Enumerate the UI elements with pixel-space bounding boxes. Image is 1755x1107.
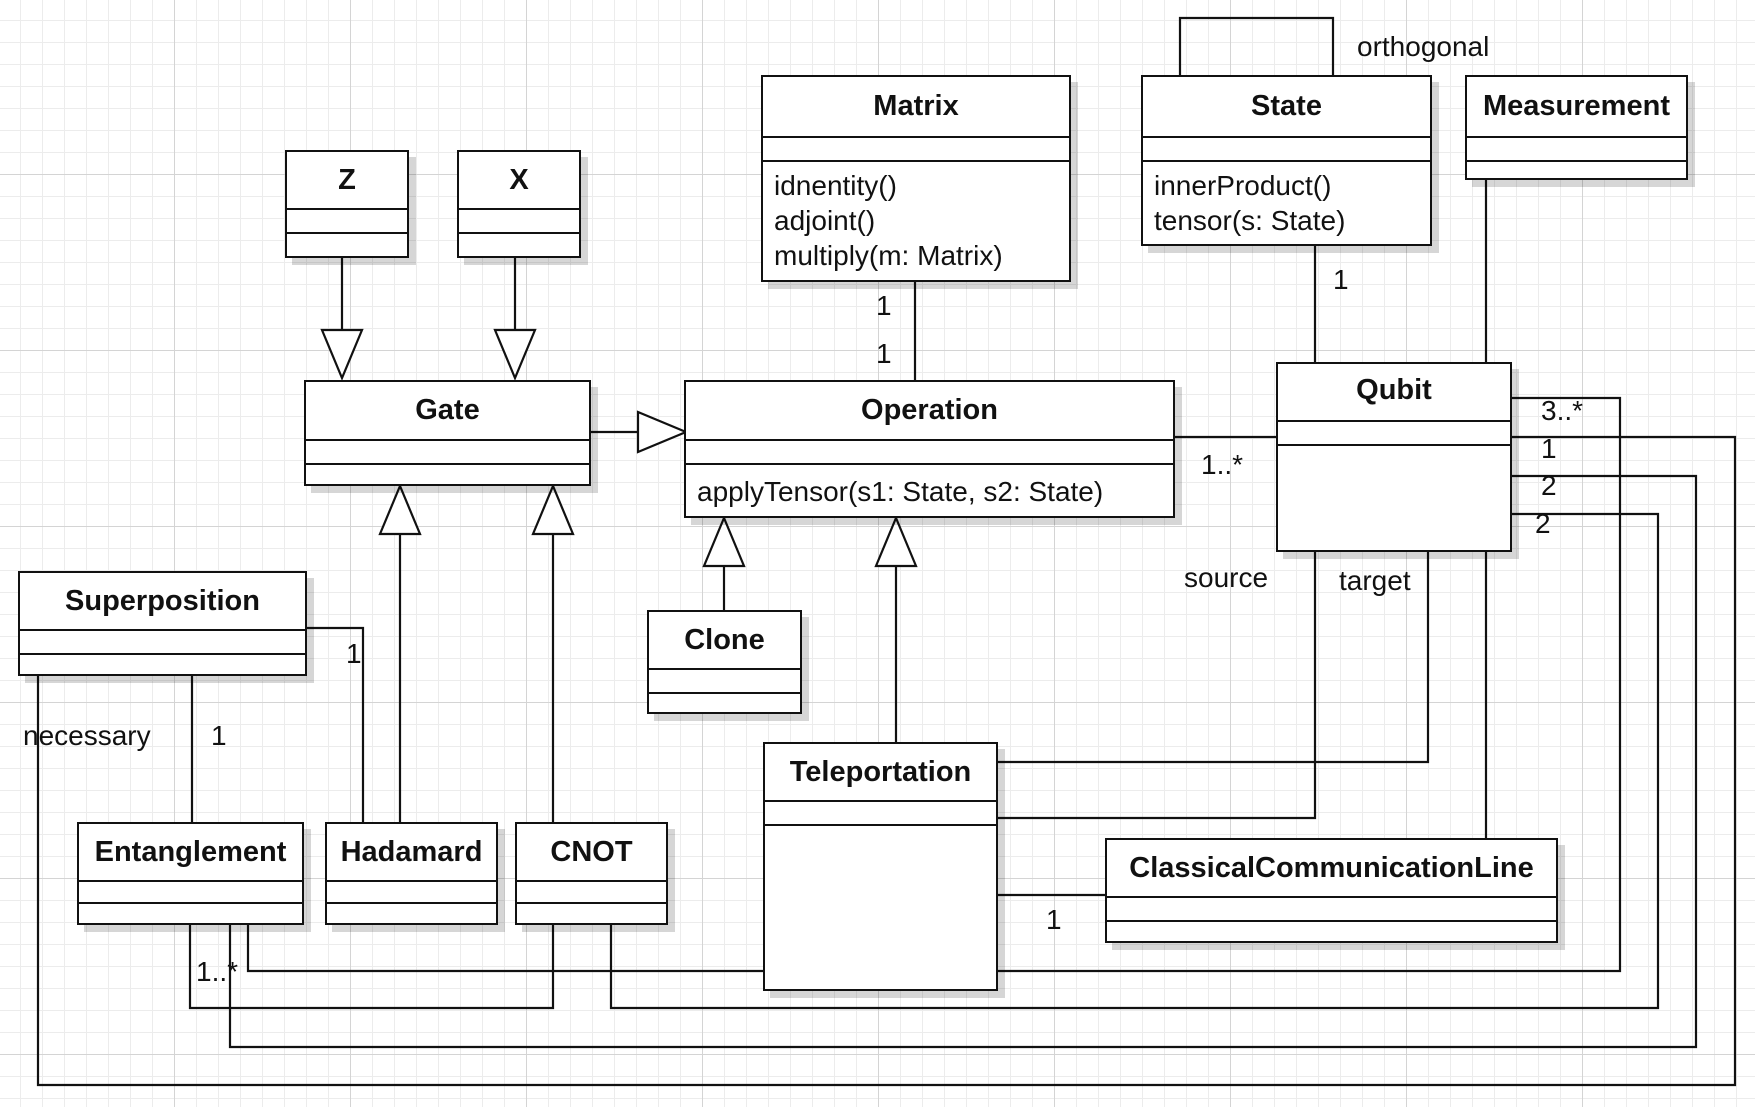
matrix-operation-multiply: multiply(m: Matrix): [774, 240, 1003, 271]
label-entanglement-multiplicity: 1..*: [196, 956, 239, 987]
state-operation-inner-product: innerProduct(): [1154, 170, 1332, 201]
class-operation-name: Operation: [686, 382, 1173, 441]
label-qubit-multiplicity-2b: 2: [1535, 508, 1551, 539]
clone-operation-arrowhead: [702, 515, 746, 568]
class-state-operations: innerProduct() tensor(s: State): [1143, 162, 1430, 240]
label-necessary: necessary: [23, 720, 151, 751]
label-orthogonal: orthogonal: [1357, 31, 1490, 62]
hadamard-gate-arrowhead: [378, 483, 422, 536]
class-operation-operations: applyTensor(s1: State, s2: State): [686, 465, 1173, 511]
class-gate-attributes: [306, 441, 589, 465]
class-state[interactable]: State innerProduct() tensor(s: State): [1141, 75, 1432, 246]
teleportation-qubit-source-association: [998, 552, 1317, 820]
label-classical-line-multiplicity: 1: [1046, 904, 1062, 935]
class-operation-attributes: [686, 441, 1173, 465]
class-teleportation[interactable]: Teleportation: [763, 742, 998, 991]
class-z[interactable]: Z: [285, 150, 409, 258]
teleportation-qubit-many-association: [998, 396, 1622, 973]
class-teleportation-attributes: [765, 802, 996, 826]
class-gate[interactable]: Gate: [304, 380, 591, 486]
class-x-name: X: [459, 152, 579, 210]
class-matrix-attributes: [763, 138, 1069, 162]
class-matrix-name: Matrix: [763, 77, 1069, 138]
class-hadamard-attributes: [327, 882, 496, 904]
label-state-multiplicity: 1: [1333, 264, 1349, 295]
class-hadamard-name: Hadamard: [327, 824, 496, 882]
class-cnot-name: CNOT: [517, 824, 666, 882]
state-operation-tensor: tensor(s: State): [1154, 205, 1346, 236]
label-superposition-multiplicity: 1: [346, 638, 362, 669]
class-entanglement-name: Entanglement: [79, 824, 302, 882]
class-gate-name: Gate: [306, 382, 589, 441]
label-source: source: [1184, 562, 1269, 593]
class-superposition-attributes: [20, 631, 305, 655]
gate-operation-arrowhead: [636, 410, 689, 454]
class-matrix[interactable]: Matrix idnentity() adjoint() multiply(m:…: [761, 75, 1071, 282]
class-qubit-name: Qubit: [1278, 364, 1510, 422]
superposition-hadamard-association: [307, 626, 365, 822]
label-necessary-multiplicity: 1: [211, 720, 227, 751]
class-classical-communication-line-name: ClassicalCommunicationLine: [1107, 840, 1556, 898]
class-operation[interactable]: Operation applyTensor(s1: State, s2: Sta…: [684, 380, 1175, 518]
class-qubit[interactable]: Qubit: [1276, 362, 1512, 552]
class-measurement-attributes: [1467, 138, 1686, 162]
class-cnot[interactable]: CNOT: [515, 822, 668, 925]
cnot-qubit-association: [609, 512, 1660, 1010]
class-entanglement[interactable]: Entanglement: [77, 822, 304, 925]
label-qubit-multiplicity-1: 1: [1541, 433, 1557, 464]
class-matrix-operations: idnentity() adjoint() multiply(m: Matrix…: [763, 162, 1069, 275]
label-qubit-multiplicity-2a: 2: [1541, 470, 1557, 501]
entanglement-qubit-association: [228, 474, 1698, 1049]
class-clone-attributes: [649, 670, 800, 694]
class-x[interactable]: X: [457, 150, 581, 258]
class-state-name: State: [1143, 77, 1430, 138]
class-measurement[interactable]: Measurement: [1465, 75, 1688, 180]
label-qubit-multiplicity-3-many: 3..*: [1541, 395, 1584, 426]
superposition-qubit-association: [36, 435, 1737, 1087]
class-classical-communication-line-attributes: [1107, 898, 1556, 922]
class-state-attributes: [1143, 138, 1430, 162]
class-teleportation-name: Teleportation: [765, 744, 996, 802]
state-orthogonal-self-link: [1178, 16, 1335, 75]
z-generalization-arrowhead: [320, 328, 364, 381]
class-x-attributes: [459, 210, 579, 234]
class-clone[interactable]: Clone: [647, 610, 802, 714]
label-matrix-multiplicity-bottom: 1: [876, 338, 892, 369]
teleportation-operation-arrowhead: [874, 515, 918, 568]
operation-operation-apply-tensor: applyTensor(s1: State, s2: State): [697, 476, 1104, 507]
class-entanglement-attributes: [79, 882, 302, 904]
class-cnot-attributes: [517, 882, 666, 904]
label-target: target: [1339, 565, 1411, 596]
class-superposition[interactable]: Superposition: [18, 571, 307, 676]
class-measurement-name: Measurement: [1467, 77, 1686, 138]
teleportation-qubit-target-association: [998, 552, 1430, 764]
class-z-name: Z: [287, 152, 407, 210]
class-superposition-name: Superposition: [20, 573, 305, 631]
entanglement-teleportation-association: [246, 925, 763, 973]
class-clone-name: Clone: [649, 612, 800, 670]
class-hadamard[interactable]: Hadamard: [325, 822, 498, 925]
class-z-attributes: [287, 210, 407, 234]
label-matrix-multiplicity-top: 1: [876, 290, 892, 321]
label-operation-qubit-multiplicity: 1..*: [1201, 449, 1244, 480]
class-qubit-attributes: [1278, 422, 1510, 446]
class-classical-communication-line[interactable]: ClassicalCommunicationLine: [1105, 838, 1558, 943]
matrix-operation-identity: idnentity(): [774, 170, 897, 201]
x-generalization-arrowhead: [493, 328, 537, 381]
cnot-gate-arrowhead: [531, 483, 575, 536]
entanglement-cnot-association: [188, 925, 555, 1010]
matrix-operation-adjoint: adjoint(): [774, 205, 876, 236]
